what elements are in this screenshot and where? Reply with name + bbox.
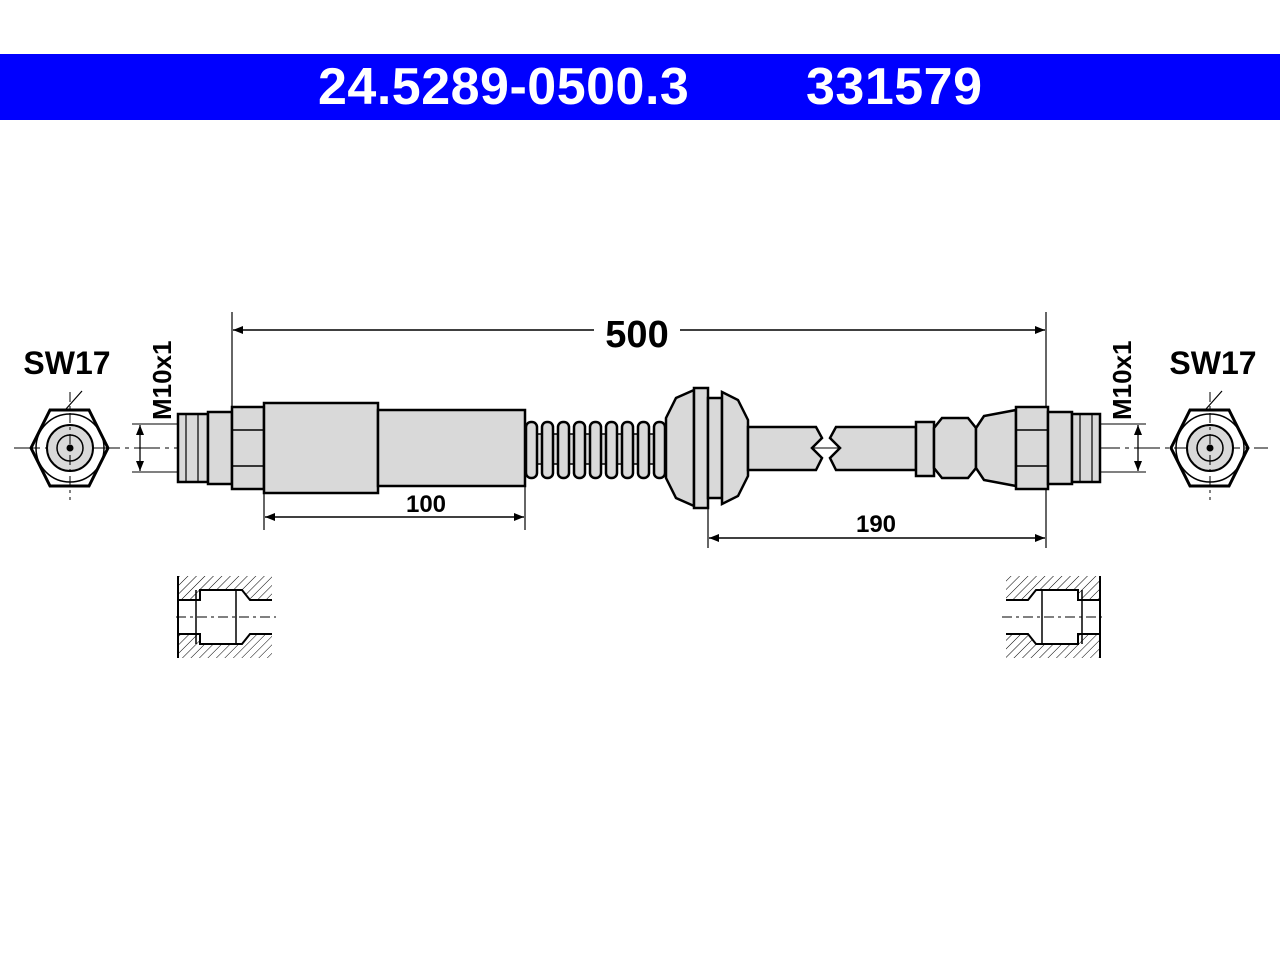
left-segment-length-label: 100 — [406, 491, 446, 518]
right-segment-length-label: 190 — [856, 511, 896, 538]
overall-dimension: 500 — [231, 312, 1047, 410]
left-wrench-size-label: SW17 — [23, 345, 110, 381]
header-bar — [0, 54, 1280, 120]
flexible-hose — [746, 425, 918, 472]
right-thread-dimension: M10x1 — [1100, 341, 1146, 473]
right-port-section-view — [1002, 576, 1102, 658]
overall-length-label: 500 — [605, 314, 668, 356]
right-thread-label: M10x1 — [1107, 341, 1137, 421]
spring-protector — [524, 420, 667, 480]
reference-number: 331579 — [806, 58, 983, 116]
left-fitting — [176, 405, 266, 491]
right-fitting — [914, 405, 1102, 491]
mounting-grommet — [664, 386, 750, 510]
right-segment-dimension: 190 — [707, 490, 1047, 548]
part-number: 24.5289-0500.3 — [318, 58, 690, 116]
right-hex-end-view — [1169, 390, 1250, 500]
left-segment-dimension: 100 — [263, 487, 526, 530]
left-thread-dimension: M10x1 — [132, 341, 178, 473]
right-wrench-size-label: SW17 — [1169, 345, 1256, 381]
left-hex-end-view — [29, 390, 110, 500]
left-thread-label: M10x1 — [147, 341, 177, 421]
crimp-sleeve — [262, 401, 527, 495]
left-port-section-view — [176, 576, 276, 658]
